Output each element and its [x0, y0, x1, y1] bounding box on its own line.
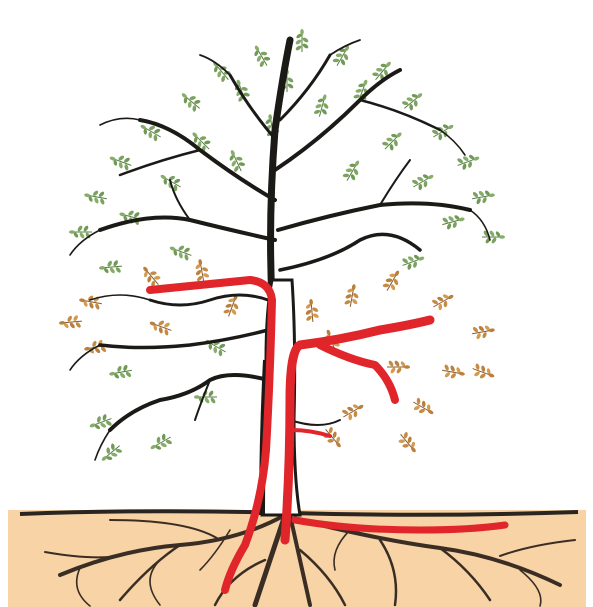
tree-illustration — [0, 0, 593, 607]
